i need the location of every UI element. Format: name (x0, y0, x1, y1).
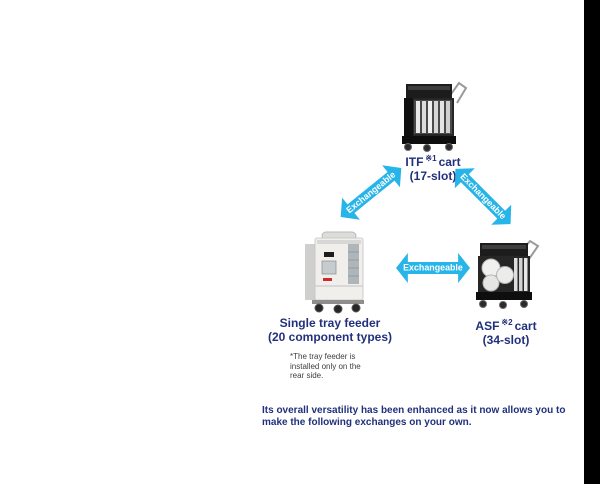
tray-feeder-capacity: (20 component types) (267, 330, 393, 344)
exchangeable-label: Exchangeable (344, 169, 397, 215)
single-tray-feeder-image (305, 231, 364, 314)
itf-name-suffix: cart (438, 155, 461, 169)
tray-feeder-name: Single tray feeder (279, 316, 381, 330)
exchange-arrow-tray-itf: Exchangeable (340, 165, 402, 220)
itf-ref-mark: ※1 (425, 154, 437, 163)
tray-feeder-logo (323, 278, 332, 281)
double-arrow-shape (396, 253, 470, 283)
exchangeable-label: Exchangeable (403, 263, 463, 273)
double-arrow-shape (454, 168, 512, 225)
right-black-bar (584, 0, 600, 484)
asf-name-suffix: cart (514, 319, 537, 333)
itf-slot-count: (17-slot) (409, 169, 457, 183)
tray-feeder-footnote: *The tray feeder is installed only on th… (290, 352, 361, 380)
asf-slot-count: (34-slot) (482, 333, 530, 347)
exchangeable-label: Exchangeable (458, 171, 508, 221)
exchange-arrow-tray-asf: Exchangeable (396, 253, 470, 283)
itf-cart-image (402, 81, 468, 152)
asf-name-prefix: ASF (475, 319, 500, 333)
exchange-arrow-itf-asf: Exchangeable (454, 168, 512, 225)
single-tray-feeder-label: Single tray feeder (20 component types) (263, 316, 397, 344)
itf-cart-handle (448, 81, 468, 104)
double-arrow-shape (340, 165, 402, 220)
asf-cart-image (476, 239, 540, 309)
itf-name-prefix: ITF (405, 155, 424, 169)
versatility-caption: Its overall versatility has been enhance… (262, 405, 566, 428)
asf-ref-mark: ※2 (501, 318, 513, 327)
